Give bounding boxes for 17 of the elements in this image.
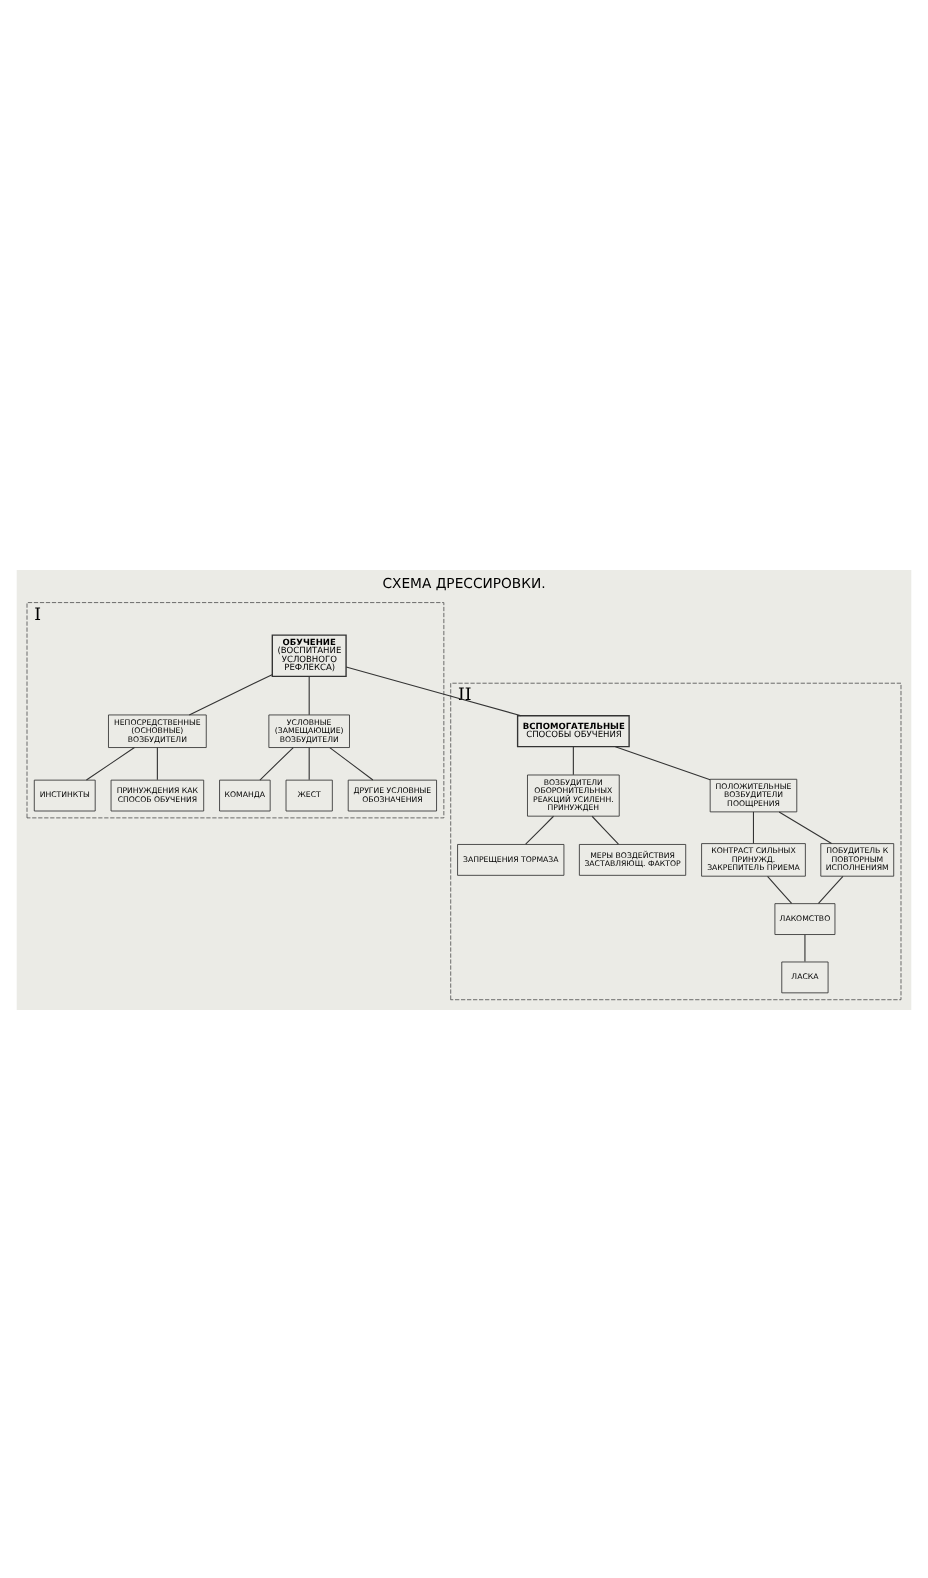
connector bbox=[308, 746, 310, 780]
connector bbox=[614, 745, 711, 780]
connector bbox=[85, 746, 136, 780]
connector bbox=[572, 745, 574, 775]
connector bbox=[308, 674, 310, 715]
connector bbox=[817, 874, 844, 903]
connector bbox=[329, 746, 374, 780]
connector bbox=[767, 874, 793, 903]
connector bbox=[156, 746, 158, 780]
connector bbox=[345, 665, 522, 716]
connector bbox=[778, 810, 833, 844]
connector bbox=[259, 746, 294, 780]
connector bbox=[804, 933, 806, 962]
connector bbox=[591, 814, 619, 844]
connector bbox=[525, 814, 555, 844]
connector bbox=[752, 810, 755, 844]
connector bbox=[188, 673, 273, 715]
